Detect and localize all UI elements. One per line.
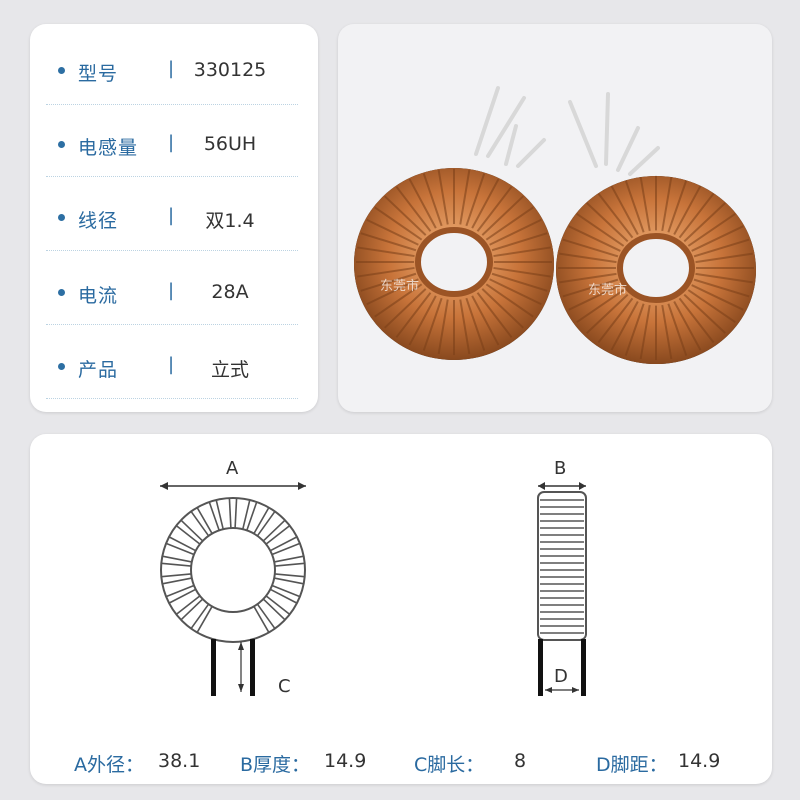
label-b: B bbox=[554, 458, 567, 479]
inductor-left bbox=[354, 168, 554, 360]
divider bbox=[46, 324, 298, 325]
spec-value: 双1.4 bbox=[205, 210, 255, 232]
product-photo: 东莞市 东莞市 bbox=[338, 24, 772, 412]
dim-a-value: 38.1 bbox=[158, 750, 201, 772]
divider bbox=[46, 176, 298, 177]
spec-row-current: 电流 | 28A bbox=[46, 268, 310, 318]
bullet-icon bbox=[58, 141, 65, 148]
inductor-right bbox=[556, 175, 756, 364]
divider bbox=[46, 398, 298, 399]
dim-b-label: B厚度： bbox=[240, 754, 311, 776]
bullet-icon bbox=[58, 363, 65, 370]
spec-value: 28A bbox=[211, 281, 249, 303]
dimension-card: A B C D A外径： 38.1 B厚度： 14.9 C脚长： 8 D脚距： … bbox=[30, 434, 772, 784]
dim-c-label: C脚长： bbox=[414, 754, 485, 776]
spec-row-product-type: 产品 | 立式 bbox=[46, 342, 310, 392]
bullet-icon bbox=[58, 214, 65, 221]
spec-label: 电流 bbox=[78, 285, 119, 307]
label-a: A bbox=[226, 458, 239, 479]
spec-value: 立式 bbox=[210, 359, 249, 381]
spec-row-wire-diameter: 线径 | 双1.4 bbox=[46, 193, 310, 243]
watermark-left: 东莞市 bbox=[380, 278, 419, 294]
dim-a-label: A外径： bbox=[74, 754, 144, 776]
dimension-values: A外径： 38.1 B厚度： 14.9 C脚长： 8 D脚距： 14.9 bbox=[30, 750, 772, 782]
front-view bbox=[160, 482, 306, 696]
watermark-right: 东莞市 bbox=[588, 282, 627, 298]
spec-label: 型号 bbox=[78, 63, 119, 85]
spec-row-model: 型号 | 330125 bbox=[46, 46, 310, 96]
side-view bbox=[537, 482, 587, 696]
dim-d-value: 14.9 bbox=[678, 750, 721, 772]
bullet-icon bbox=[58, 289, 65, 296]
spec-separator: | bbox=[168, 354, 175, 375]
spec-card: 型号 | 330125 电感量 | 56UH 线径 | 双1.4 电流 | 28… bbox=[30, 24, 318, 412]
divider bbox=[46, 250, 298, 251]
spec-separator: | bbox=[168, 280, 175, 301]
dimension-diagram bbox=[160, 482, 587, 696]
spec-value: 56UH bbox=[203, 133, 257, 155]
label-d: D bbox=[554, 666, 568, 687]
spec-label: 线径 bbox=[78, 210, 119, 232]
toroid-inductor-photo: 东莞市 东莞市 bbox=[354, 86, 756, 364]
spec-label: 产品 bbox=[78, 359, 119, 381]
bullet-icon bbox=[58, 67, 65, 74]
spec-separator: | bbox=[168, 132, 175, 153]
dim-b-value: 14.9 bbox=[324, 750, 367, 772]
dim-d-label: D脚距： bbox=[596, 754, 668, 776]
spec-separator: | bbox=[168, 205, 175, 226]
label-c: C bbox=[278, 676, 291, 697]
spec-separator: | bbox=[168, 58, 175, 79]
spec-value: 330125 bbox=[193, 59, 267, 81]
spec-label: 电感量 bbox=[78, 137, 139, 159]
divider bbox=[46, 104, 298, 105]
spec-row-inductance: 电感量 | 56UH bbox=[46, 120, 310, 170]
dim-c-value: 8 bbox=[514, 750, 527, 772]
